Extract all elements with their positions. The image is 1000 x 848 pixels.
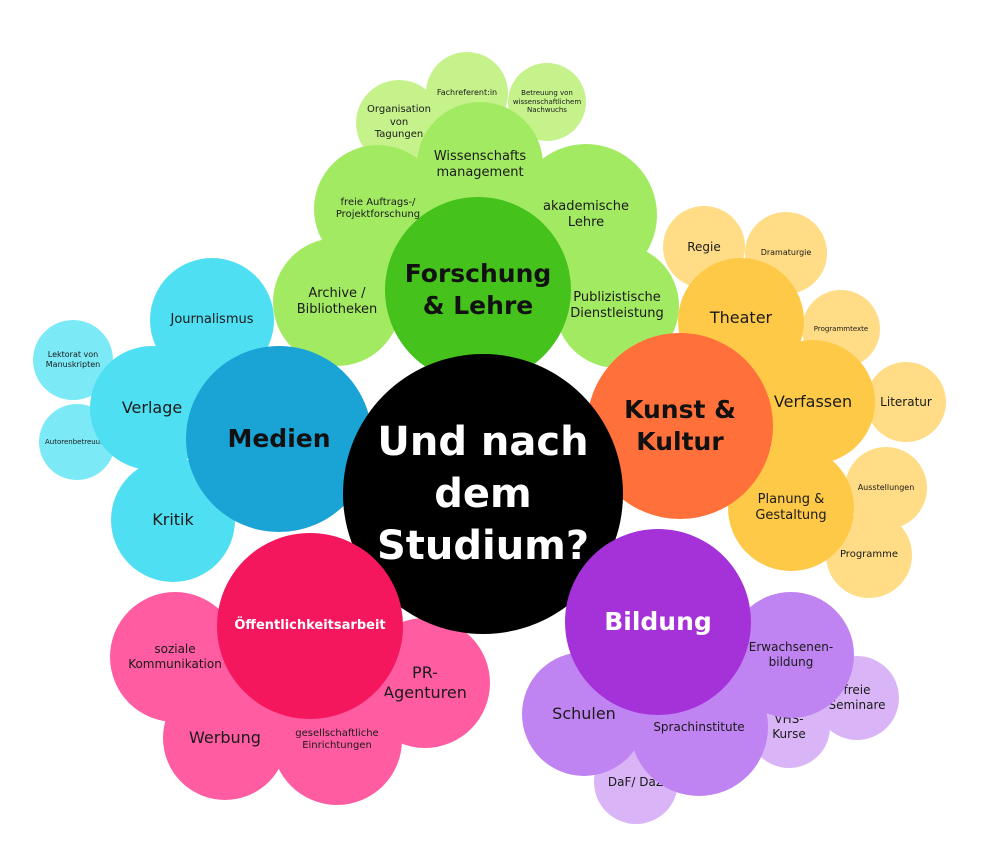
bubble-kritik: Kritik: [111, 458, 235, 582]
category-medien: Medien: [186, 346, 372, 532]
bubble-verfassen: Verfassen: [751, 340, 875, 464]
bubble-archive: Archive / Bibliotheken: [273, 238, 401, 366]
category-forschung-lehre: Forschung & Lehre: [385, 197, 571, 383]
bubble-literatur: Literatur: [866, 362, 946, 442]
category-bildung: Bildung: [565, 529, 751, 715]
category-oeffentlichkeitsarbeit: Öffentlichkeitsarbeit: [217, 533, 403, 719]
